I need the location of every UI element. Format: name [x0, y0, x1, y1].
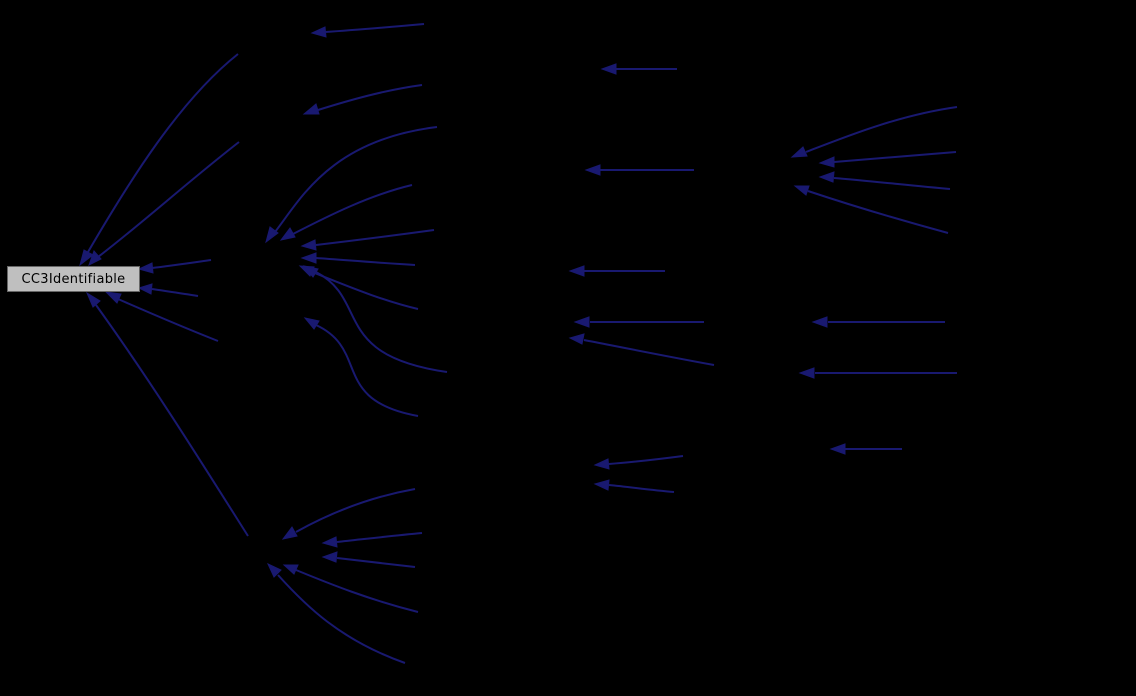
edge-line: [833, 177, 951, 190]
inheritance-edge: [584, 164, 694, 176]
inheritance-edge: [266, 562, 406, 664]
arrowhead-icon: [300, 252, 317, 264]
edge-line: [315, 324, 419, 417]
arrowhead-icon: [104, 291, 122, 304]
edge-line: [324, 23, 425, 33]
inheritance-edge: [593, 479, 675, 493]
inheritance-edge: [568, 333, 715, 366]
edge-line: [608, 455, 684, 465]
inheritance-edge: [829, 443, 902, 455]
arrowhead-icon: [266, 562, 282, 578]
edge-line: [805, 106, 958, 153]
edge-line: [295, 569, 419, 613]
edge-line: [117, 298, 219, 342]
inheritance-edge: [300, 252, 416, 266]
edge-line: [274, 126, 438, 233]
arrowhead-icon: [85, 291, 101, 308]
edge-line: [277, 574, 406, 664]
inheritance-edge: [279, 184, 413, 241]
inheritance-edge: [300, 229, 435, 251]
inheritance-edge: [818, 151, 957, 168]
arrowhead-icon: [818, 156, 835, 168]
arrowhead-icon: [310, 26, 327, 38]
arrowhead-icon: [321, 536, 338, 548]
inheritance-edge: [303, 317, 419, 417]
arrowhead-icon: [568, 333, 585, 345]
edge-line: [807, 190, 949, 234]
arrowhead-icon: [829, 443, 846, 455]
arrowhead-icon: [137, 283, 153, 295]
arrowhead-icon: [811, 316, 828, 328]
inheritance-edge: [310, 23, 425, 38]
edge-line: [336, 532, 423, 543]
arrowhead-icon: [281, 526, 298, 540]
edge-line: [87, 53, 239, 253]
arrowhead-icon: [265, 226, 279, 244]
arrowhead-icon: [793, 185, 810, 196]
arrowhead-icon: [302, 265, 319, 278]
inheritance-edge: [282, 564, 419, 613]
edge-line: [315, 271, 448, 373]
inheritance-edge: [321, 532, 423, 548]
inheritance-edge: [568, 265, 666, 277]
arrowhead-icon: [279, 227, 296, 241]
arrowhead-icon: [282, 564, 299, 575]
inheritance-edge: [104, 291, 219, 342]
edge-line: [295, 488, 416, 533]
inheritance-edge: [573, 316, 704, 328]
arrowhead-icon: [321, 551, 338, 563]
edge-line: [315, 257, 416, 266]
inheritance-edge: [321, 551, 416, 568]
inheritance-edge: [137, 259, 212, 274]
edge-line: [608, 484, 675, 493]
inheritance-edge: [793, 185, 949, 234]
inheritance-edge: [818, 171, 951, 190]
inheritance-edge: [593, 455, 684, 470]
arrowhead-icon: [600, 63, 617, 75]
edge-line: [315, 229, 435, 246]
edge-line: [151, 288, 199, 297]
inheritance-edges: [79, 23, 958, 664]
arrowhead-icon: [593, 479, 610, 491]
arrowhead-icon: [593, 458, 610, 470]
edge-line: [311, 271, 419, 310]
inheritance-edge: [811, 316, 945, 328]
inheritance-edge: [790, 106, 958, 158]
inheritance-edge: [79, 53, 239, 267]
arrowhead-icon: [137, 262, 154, 274]
edge-line: [336, 557, 416, 568]
arrowhead-icon: [88, 250, 102, 267]
inheritance-edge: [265, 126, 438, 244]
arrowhead-icon: [79, 249, 94, 267]
inheritance-edge: [302, 265, 448, 373]
arrowhead-icon: [303, 317, 320, 330]
class-node-cc3identifiable[interactable]: CC3Identifiable: [7, 266, 140, 292]
inheritance-edge: [302, 84, 423, 115]
edge-line: [95, 304, 249, 537]
inheritance-edge: [85, 291, 249, 537]
arrowhead-icon: [573, 316, 590, 328]
edge-line: [317, 84, 423, 111]
inheritance-edge: [798, 367, 957, 379]
arrowhead-icon: [818, 171, 835, 183]
edge-line: [833, 151, 957, 163]
inheritance-edge: [281, 488, 416, 540]
arrowhead-icon: [300, 239, 317, 251]
edge-line: [151, 259, 212, 269]
arrowhead-icon: [568, 265, 585, 277]
inheritance-edge: [600, 63, 677, 75]
edge-line: [583, 339, 715, 366]
class-node-label: CC3Identifiable: [21, 271, 126, 287]
edge-line: [292, 184, 413, 235]
arrowhead-icon: [584, 164, 601, 176]
inheritance-edge: [137, 283, 199, 297]
arrowhead-icon: [302, 103, 320, 115]
edge-line: [97, 141, 240, 258]
arrowhead-icon: [798, 367, 815, 379]
arrowhead-icon: [790, 146, 808, 158]
inheritance-edge: [88, 141, 240, 267]
